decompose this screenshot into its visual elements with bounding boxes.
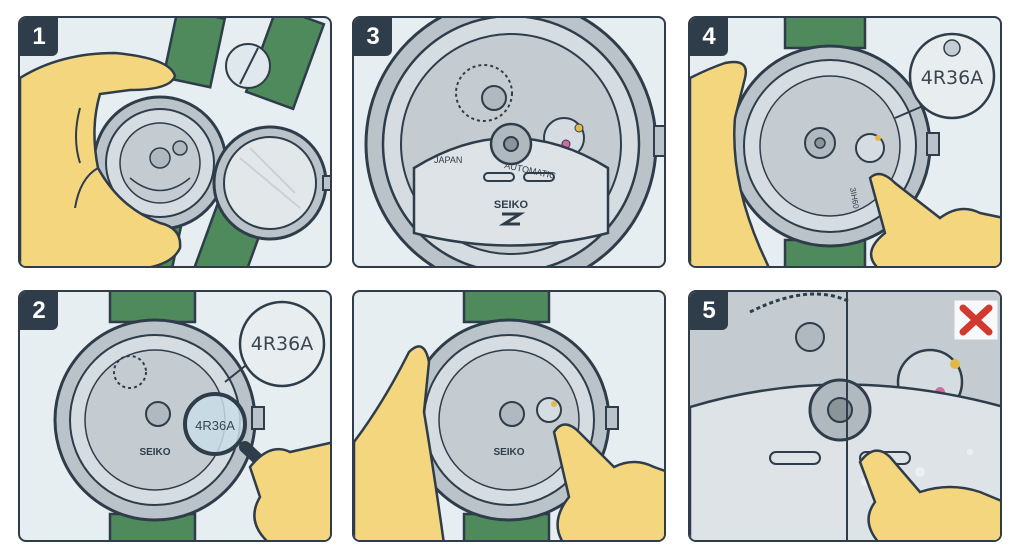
step-panel-5: 5 <box>688 290 1002 542</box>
dial-text-left: JAPAN <box>434 155 462 165</box>
step-panel-4: 4 3IH60 4R36A <box>688 16 1002 268</box>
step-number-badge: 2 <box>20 292 58 330</box>
step-number-badge: 5 <box>690 292 728 330</box>
step-panel-pinch: SEIKO <box>352 290 666 542</box>
illustration-point-caliber: 3IH60 4R36A <box>690 18 1002 268</box>
caliber-callout-text: 4R36A <box>251 333 313 355</box>
caliber-callout-text: 4R36A <box>921 67 983 89</box>
step-number-badge: 4 <box>690 18 728 56</box>
magnifier-lens-text: 4R36A <box>195 418 235 433</box>
step-number-badge: 1 <box>20 18 58 56</box>
illustration-movement-closeup: JAPAN AUTOMATIC SEIKO <box>354 18 666 268</box>
brand-logo-text: SEIKO <box>494 199 529 211</box>
illustration-hold-watch: SEIKO <box>354 292 666 542</box>
step-panel-2: 2 SEIKO 4R36A 4R36A <box>18 290 332 542</box>
step-number-badge: 3 <box>354 18 392 56</box>
step-panel-3: 3 JAPAN AUTOMATIC SEIKO <box>352 16 666 268</box>
brand-logo-text: SEIKO <box>139 447 170 458</box>
brand-logo-text: SEIKO <box>493 447 524 458</box>
step-panel-1: 1 <box>18 16 332 268</box>
illustration-remove-caseback <box>20 18 332 268</box>
illustration-rotor-comparison <box>690 292 1002 542</box>
illustration-magnify-caliber: SEIKO 4R36A 4R36A <box>20 292 332 542</box>
